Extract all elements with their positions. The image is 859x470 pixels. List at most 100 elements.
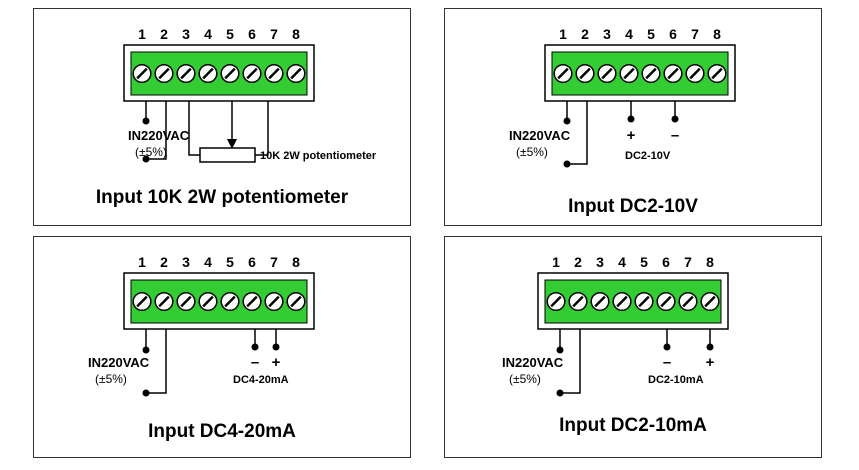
terminal-number-4: 4 bbox=[625, 26, 633, 42]
terminal-number-7: 7 bbox=[691, 26, 699, 42]
wire-dot-1 bbox=[142, 117, 150, 125]
screw-slot-4 bbox=[202, 67, 214, 80]
wire-dot-2 bbox=[142, 155, 150, 163]
wire-terminal-3 bbox=[188, 101, 200, 156]
minus-label: – bbox=[251, 354, 259, 371]
power-label: IN220VAC bbox=[128, 128, 190, 143]
minus-label: – bbox=[663, 354, 671, 371]
terminal-number-1: 1 bbox=[559, 26, 567, 42]
terminal-number-6: 6 bbox=[248, 254, 256, 270]
screw-slot-3 bbox=[180, 295, 192, 308]
screw-slot-6 bbox=[246, 295, 258, 308]
wire-terminal-2 bbox=[568, 101, 588, 165]
tolerance-label: (±5%) bbox=[509, 372, 541, 386]
screw-slot-5 bbox=[645, 67, 657, 80]
screw-slot-6 bbox=[660, 295, 672, 308]
plus-label: + bbox=[627, 127, 636, 144]
power-label: IN220VAC bbox=[88, 355, 150, 370]
panel-title: Input DC4-20mA bbox=[148, 421, 296, 442]
terminal-number-7: 7 bbox=[270, 254, 278, 270]
screw-slot-2 bbox=[579, 67, 591, 80]
tolerance-label: (±5%) bbox=[516, 145, 548, 159]
terminal-number-5: 5 bbox=[226, 254, 234, 270]
screw-slot-5 bbox=[224, 295, 236, 308]
screw-slot-7 bbox=[268, 295, 280, 308]
screw-slot-5 bbox=[224, 67, 236, 80]
terminal-number-4: 4 bbox=[204, 254, 212, 270]
screw-slot-7 bbox=[268, 67, 280, 80]
terminal-block bbox=[544, 44, 736, 102]
wiper-arrow bbox=[227, 139, 237, 149]
screw-slot-1 bbox=[136, 67, 148, 80]
screw-slot-7 bbox=[682, 295, 694, 308]
terminal-number-4: 4 bbox=[204, 26, 212, 42]
wire-terminal-2 bbox=[147, 329, 167, 394]
tolerance-label: (±5%) bbox=[135, 145, 167, 159]
screw-slot-1 bbox=[550, 295, 562, 308]
terminal-number-8: 8 bbox=[292, 26, 300, 42]
screw-slot-4 bbox=[202, 295, 214, 308]
panel-title: Input 10K 2W potentiometer bbox=[95, 187, 349, 208]
terminal-screws bbox=[546, 291, 720, 312]
terminal-number-2: 2 bbox=[574, 254, 582, 270]
wire-dot-1 bbox=[563, 117, 571, 125]
screw-slot-1 bbox=[136, 295, 148, 308]
screw-slot-3 bbox=[594, 295, 606, 308]
terminal-number-8: 8 bbox=[713, 26, 721, 42]
wire-dot-2 bbox=[563, 160, 571, 168]
screw-slot-3 bbox=[601, 67, 613, 80]
terminal-block bbox=[537, 272, 729, 330]
terminal-number-6: 6 bbox=[248, 26, 256, 42]
terminal-number-3: 3 bbox=[603, 26, 611, 42]
signal-label: DC2-10mA bbox=[648, 374, 704, 386]
screw-slot-8 bbox=[711, 67, 723, 80]
wire-dot-minus bbox=[663, 343, 671, 351]
wire-dot-2 bbox=[142, 389, 150, 397]
terminal-number-6: 6 bbox=[669, 26, 677, 42]
plus-label: + bbox=[272, 354, 281, 371]
wire-dot-plus bbox=[627, 115, 635, 123]
terminal-number-3: 3 bbox=[182, 26, 190, 42]
wire-dot-plus bbox=[272, 343, 280, 351]
wire-terminal-2 bbox=[561, 329, 581, 394]
terminal-number-5: 5 bbox=[226, 26, 234, 42]
screw-slot-2 bbox=[158, 67, 170, 80]
terminal-number-6: 6 bbox=[662, 254, 670, 270]
terminal-number-2: 2 bbox=[581, 26, 589, 42]
screw-slot-3 bbox=[180, 67, 192, 80]
plus-label: + bbox=[706, 354, 715, 371]
power-label: IN220VAC bbox=[509, 128, 571, 143]
terminal-number-5: 5 bbox=[647, 26, 655, 42]
tolerance-label: (±5%) bbox=[95, 372, 127, 386]
wire-dot-1 bbox=[556, 346, 564, 354]
terminal-number-4: 4 bbox=[618, 254, 626, 270]
screw-slot-2 bbox=[158, 295, 170, 308]
wire-terminal-7 bbox=[255, 101, 269, 156]
terminal-number-1: 1 bbox=[138, 254, 146, 270]
terminal-number-2: 2 bbox=[160, 26, 168, 42]
panel-title: Input DC2-10V bbox=[568, 196, 698, 217]
minus-label: – bbox=[671, 127, 679, 144]
screw-slot-7 bbox=[689, 67, 701, 80]
screw-slot-8 bbox=[290, 295, 302, 308]
terminal-number-1: 1 bbox=[138, 26, 146, 42]
wire-dot-plus bbox=[706, 343, 714, 351]
screw-slot-6 bbox=[667, 67, 679, 80]
wire-terminal-2 bbox=[147, 101, 167, 160]
screw-slot-8 bbox=[290, 67, 302, 80]
terminal-number-3: 3 bbox=[182, 254, 190, 270]
wire-dot-1 bbox=[142, 346, 150, 354]
terminal-number-5: 5 bbox=[640, 254, 648, 270]
terminal-number-7: 7 bbox=[270, 26, 278, 42]
terminal-number-8: 8 bbox=[292, 254, 300, 270]
screw-slot-1 bbox=[557, 67, 569, 80]
